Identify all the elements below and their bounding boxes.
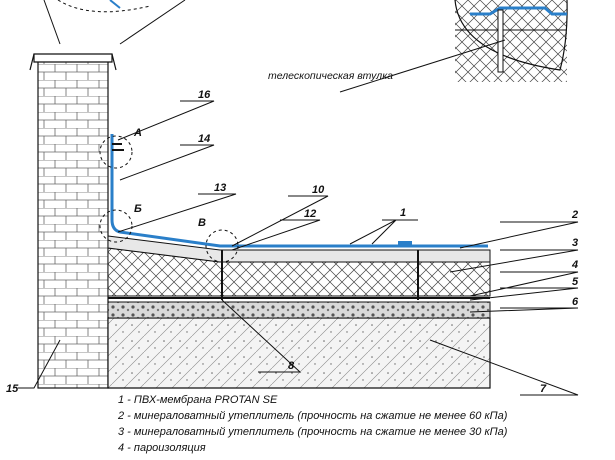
marker-13: 13	[214, 182, 226, 194]
membrane-seam	[398, 241, 412, 246]
sleeve-leader	[339, 39, 506, 93]
leader-lines	[18, 100, 579, 396]
detail-circle-b	[99, 209, 133, 243]
legend-item-4: 4 - пароизоляция	[118, 442, 206, 454]
marker-12: 12	[304, 208, 316, 220]
marker-4: 4	[571, 259, 578, 271]
inset-membrane	[109, 0, 121, 9]
marker-2: 2	[571, 209, 578, 221]
parapet-wall	[29, 53, 117, 389]
marker-8: 8	[288, 360, 295, 372]
marker-15: 15	[6, 383, 19, 395]
edge-fastener	[112, 143, 124, 151]
sleeve-callout-label: телескопическая втулка	[268, 70, 393, 82]
inset-detail-sleeve	[454, 0, 568, 82]
marker-14: 14	[198, 133, 210, 145]
legend-item-3: 3 - минераловатный утеплитель (прочность…	[118, 426, 508, 438]
detail-letter-b: Б	[134, 203, 142, 215]
legend-item-1: 1 - ПВХ-мембрана PROTAN SE	[118, 394, 278, 406]
marker-10: 10	[312, 184, 325, 196]
detail-letter-c: В	[198, 217, 206, 229]
marker-5: 5	[572, 276, 579, 288]
legend-item-2: 2 - минераловатный утеплитель (прочность…	[118, 410, 508, 422]
marker-16: 16	[198, 89, 211, 101]
concrete-slab	[107, 317, 491, 389]
leveling-layer	[107, 301, 491, 319]
insulation-60kpa	[107, 235, 491, 263]
marker-7: 7	[540, 383, 547, 395]
marker-1: 1	[400, 207, 406, 219]
top-leader-2	[119, 0, 186, 45]
pvc-membrane	[110, 134, 488, 248]
detail-circle-c	[205, 229, 239, 263]
detail-circle-a	[99, 135, 133, 169]
top-leader-1	[43, 0, 61, 45]
inset-detail-circle	[57, 0, 151, 13]
marker-3: 3	[572, 237, 578, 249]
legend: 1 - ПВХ-мембрана PROTAN SE 2 - минералов…	[118, 392, 608, 456]
detail-letter-a: А	[133, 127, 142, 139]
marker-6: 6	[572, 296, 579, 308]
